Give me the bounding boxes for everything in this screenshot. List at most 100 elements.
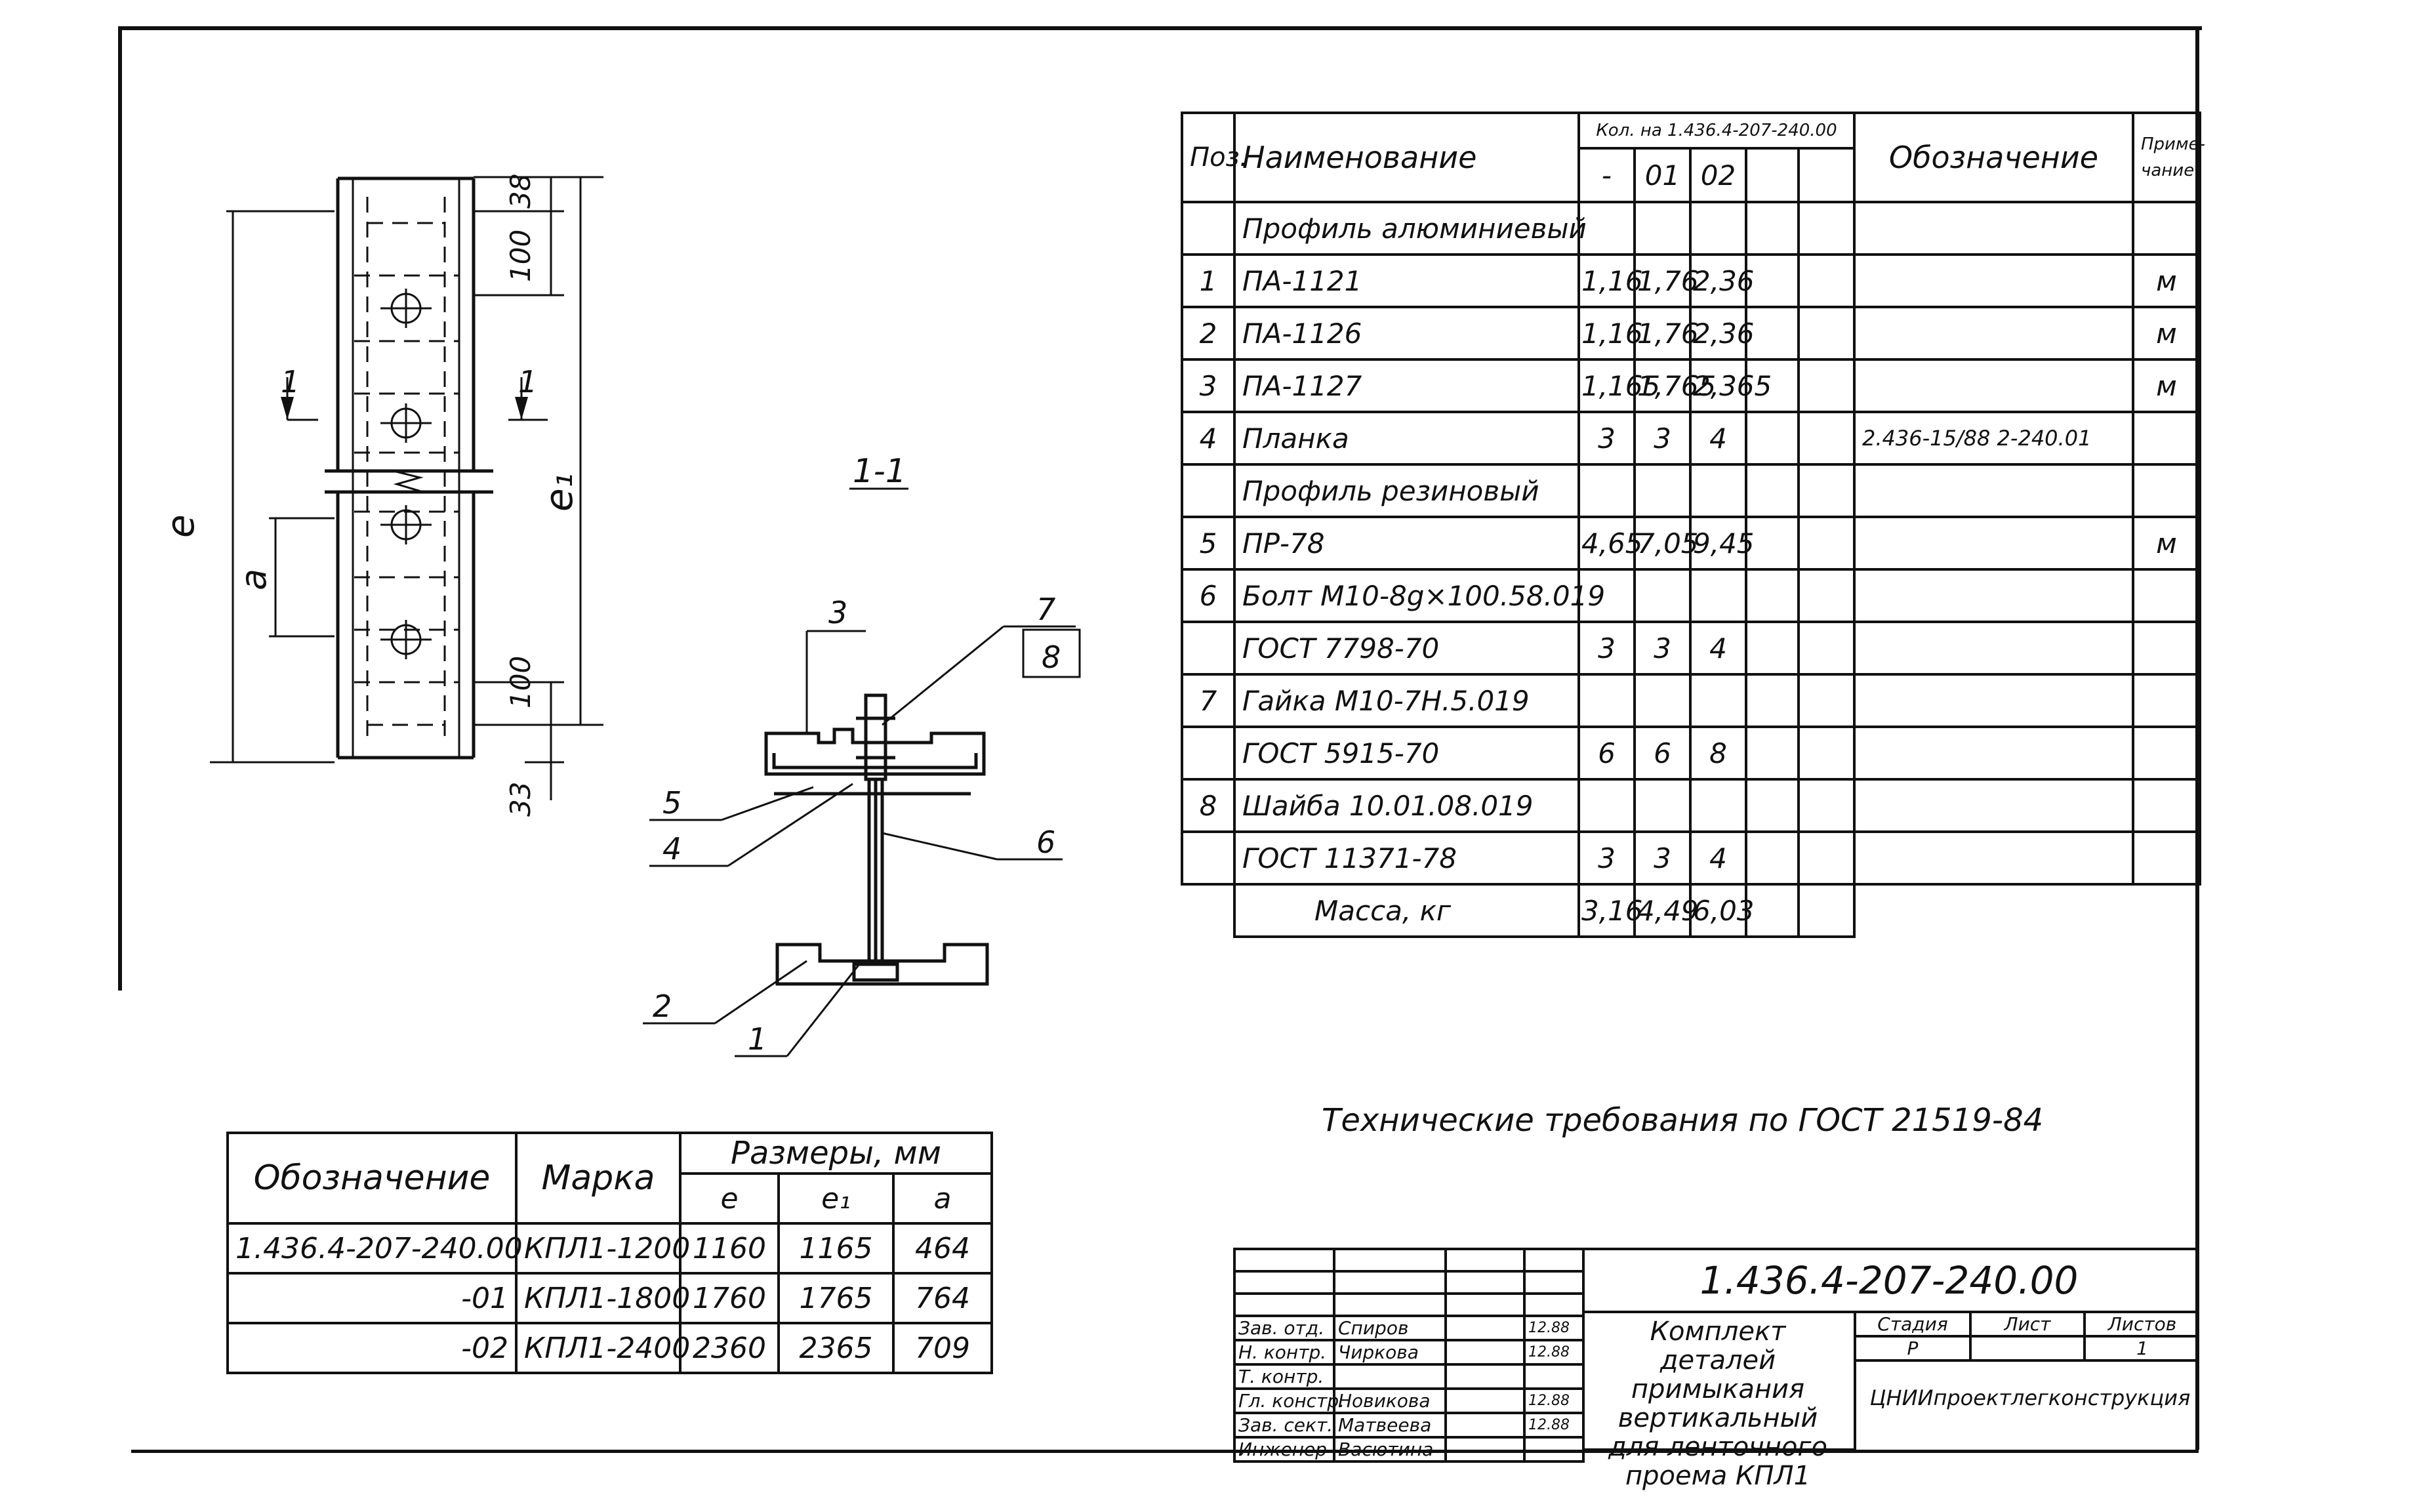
- signature-blank-cell: [1444, 1292, 1526, 1317]
- spec-empty-1: [1745, 201, 1800, 256]
- spec-empty-1: [1745, 830, 1800, 886]
- signature-sign: [1444, 1387, 1526, 1414]
- spec-note: [2132, 411, 2201, 466]
- spec-qty-02: [1689, 568, 1747, 623]
- spec-note: [2132, 621, 2201, 676]
- stage-table: Стадия Лист Листов Р 1: [1856, 1313, 2199, 1362]
- spec-qty-02: [1689, 778, 1747, 833]
- spec-row: Профиль алюминиевый: [1181, 201, 2201, 256]
- mass-q2: 6,03: [1689, 883, 1755, 938]
- signature-name: Матвеева: [1333, 1412, 1447, 1439]
- dims-a: 764: [891, 1272, 994, 1324]
- spec-empty-2: [1797, 306, 1856, 361]
- spec-designation: [1853, 358, 2134, 413]
- dims-e: 1760: [679, 1272, 780, 1324]
- spec-empty-1: [1745, 621, 1800, 676]
- dims-a: 464: [891, 1222, 994, 1275]
- spec-empty-2: [1797, 411, 1856, 466]
- spec-designation: [1853, 621, 2134, 676]
- header-qty-group: Кол. на 1.436.4-207-240.00: [1577, 112, 1856, 150]
- signature-date: 12.88: [1523, 1315, 1585, 1341]
- spec-empty-2: [1797, 463, 1856, 518]
- spec-name: Профиль алюминиевый: [1233, 201, 1587, 256]
- spec-designation: 2.436-15/88 2-240.01: [1853, 411, 2134, 466]
- spec-designation: [1853, 516, 2134, 571]
- header-empty-2: [1797, 147, 1856, 203]
- dims-header-mark: Марка: [515, 1132, 682, 1225]
- mass-q0: 3,16: [1577, 883, 1643, 938]
- dims-e1: 2365: [777, 1322, 895, 1374]
- spec-qty-02: [1689, 673, 1747, 728]
- spec-name: ПА-1126: [1233, 306, 1580, 361]
- callout-7: 7: [1036, 592, 1055, 627]
- signature-row: Зав. сект.Матвеева 12.88: [1233, 1412, 1585, 1439]
- spec-pos: [1181, 201, 1236, 256]
- callout-4: 4: [662, 831, 682, 867]
- specification-table: Поз. Наименование Кол. на 1.436.4-207-24…: [1181, 112, 2205, 938]
- dims-mark: КПЛ1-1200: [515, 1222, 690, 1275]
- dim-e1-label: e₁: [537, 473, 581, 512]
- spec-qty-01: 1,76: [1633, 306, 1699, 361]
- tech-requirements: Технические требования по ГОСТ 21519-84: [1322, 1102, 2044, 1139]
- dims-designation: -02: [226, 1322, 518, 1374]
- signature-name: Чиркова: [1333, 1339, 1447, 1366]
- spec-empty-2: [1797, 253, 1856, 308]
- signature-role: Н. контр.: [1233, 1339, 1335, 1366]
- spec-name: ПА-1121: [1233, 253, 1580, 308]
- spec-qty-01: 3: [1633, 411, 1692, 466]
- spec-pos: 8: [1181, 778, 1236, 833]
- spec-qty-base: [1577, 778, 1636, 833]
- spec-qty-01: 6: [1633, 725, 1692, 781]
- spec-name: ГОСТ 7798-70: [1233, 621, 1580, 676]
- spec-qty-02: 8: [1689, 725, 1747, 781]
- spec-note: [2132, 673, 2201, 728]
- spec-note: [2132, 830, 2201, 886]
- spec-note: м: [2132, 516, 2201, 571]
- document-code: 1.436.4-207-240.00: [1582, 1248, 2199, 1313]
- spec-qty-base: [1577, 463, 1636, 518]
- spec-qty-base: [1577, 201, 1636, 256]
- spec-name: ПА-1127: [1233, 358, 1580, 413]
- signature-role: Зав. сект.: [1233, 1412, 1335, 1439]
- stage-label: Стадия: [1856, 1313, 1972, 1338]
- dims-designation: 1.436.4-207-240.00: [226, 1222, 523, 1275]
- mass-empty-2: [1797, 883, 1856, 938]
- mass-blank: [1182, 883, 1236, 937]
- spec-name: Гайка М10-7Н.5.019: [1233, 673, 1580, 728]
- spec-qty-02: 4: [1689, 621, 1747, 676]
- spec-qty-01: [1633, 673, 1692, 728]
- signature-role: Т. контр.: [1233, 1363, 1335, 1390]
- spec-designation: [1853, 306, 2134, 361]
- spec-qty-02: [1689, 463, 1747, 518]
- spec-note: м: [2132, 358, 2201, 413]
- mass-empty-3: [1853, 883, 2133, 937]
- signature-blank-cell: [1523, 1292, 1585, 1317]
- spec-empty-1: [1745, 358, 1800, 413]
- spec-qty-base: 6: [1577, 725, 1636, 781]
- sheets-value: 1: [2083, 1335, 2199, 1362]
- signature-blank-cell: [1523, 1248, 1585, 1273]
- spec-designation: [1853, 778, 2134, 833]
- dims-header-e1: e₁: [777, 1172, 895, 1225]
- signature-date: [1523, 1363, 1585, 1390]
- spec-note: м: [2132, 306, 2201, 361]
- signature-sign: [1444, 1315, 1526, 1341]
- signature-name: [1333, 1363, 1447, 1390]
- header-empty-1: [1745, 147, 1800, 203]
- spec-empty-2: [1797, 201, 1856, 256]
- spec-pos: 6: [1181, 568, 1236, 623]
- spec-qty-base: 3: [1577, 830, 1636, 886]
- signature-blank-row: [1233, 1270, 1585, 1295]
- signature-role: Зав. отд.: [1233, 1315, 1335, 1341]
- signature-date: 12.88: [1523, 1412, 1585, 1439]
- signature-blank-cell: [1333, 1248, 1447, 1273]
- spec-pos: 3: [1181, 358, 1236, 413]
- spec-qty-02: [1689, 201, 1747, 256]
